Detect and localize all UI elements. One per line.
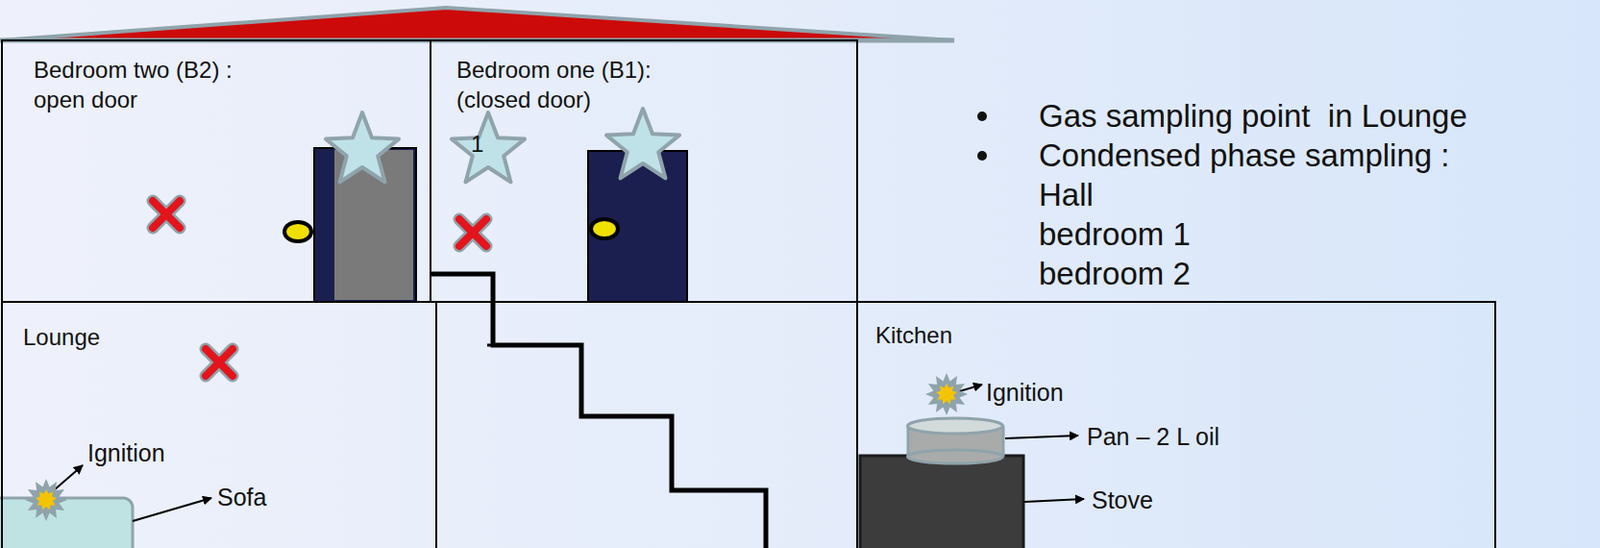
stairs [430,273,766,548]
pan-side [1002,425,1006,457]
note-text: Hall [1038,176,1094,214]
note-text: bedroom 2 [1038,255,1191,293]
leader-arrow [53,465,83,491]
red-cross [459,219,487,247]
red-cross [152,200,180,228]
ignition-burst [24,478,68,521]
sampling-star [451,112,525,182]
sampling-star [606,108,680,178]
part-label: Pan – 2 L oil [1086,422,1220,451]
leader-arrow [1005,435,1079,439]
room-name: Bedroom one (B1): (closed door) [456,54,664,115]
room-box: Bedroom one (B1): (closed door) [429,39,859,303]
ignition-burst [925,372,968,416]
pan-rim [908,418,1004,434]
callout-number: 1 [470,130,484,158]
part-label: Stove [1091,486,1154,515]
red-cross [205,348,233,376]
roof [0,7,955,41]
note-text: Condensed phase sampling : [1038,137,1450,174]
note-text: bedroom 1 [1038,216,1191,253]
room-box: Bedroom two (B2) : open door [0,39,432,303]
sampling-star [325,112,399,182]
room-box: Lounge [0,300,438,548]
room-name: Bedroom two (B2) : open door [33,54,260,115]
part-label: Sofa [217,483,267,512]
note-text: Gas sampling point in Lounge [1038,98,1468,135]
bullet [977,111,987,122]
leader-arrow [1024,498,1084,502]
bullet [977,150,987,161]
closed-door [588,150,688,302]
leader-arrow [132,497,212,521]
room-name: Kitchen [875,320,1495,350]
stove [860,455,1024,548]
sofa [0,497,133,548]
part-label: Ignition [87,439,166,468]
pan-side [907,425,911,457]
stair-tread [487,344,553,347]
pan-base [908,449,1004,464]
door-knob [284,221,312,242]
door-knob [590,219,618,239]
part-label: Ignition [985,378,1064,407]
room-name: Lounge [23,321,436,352]
